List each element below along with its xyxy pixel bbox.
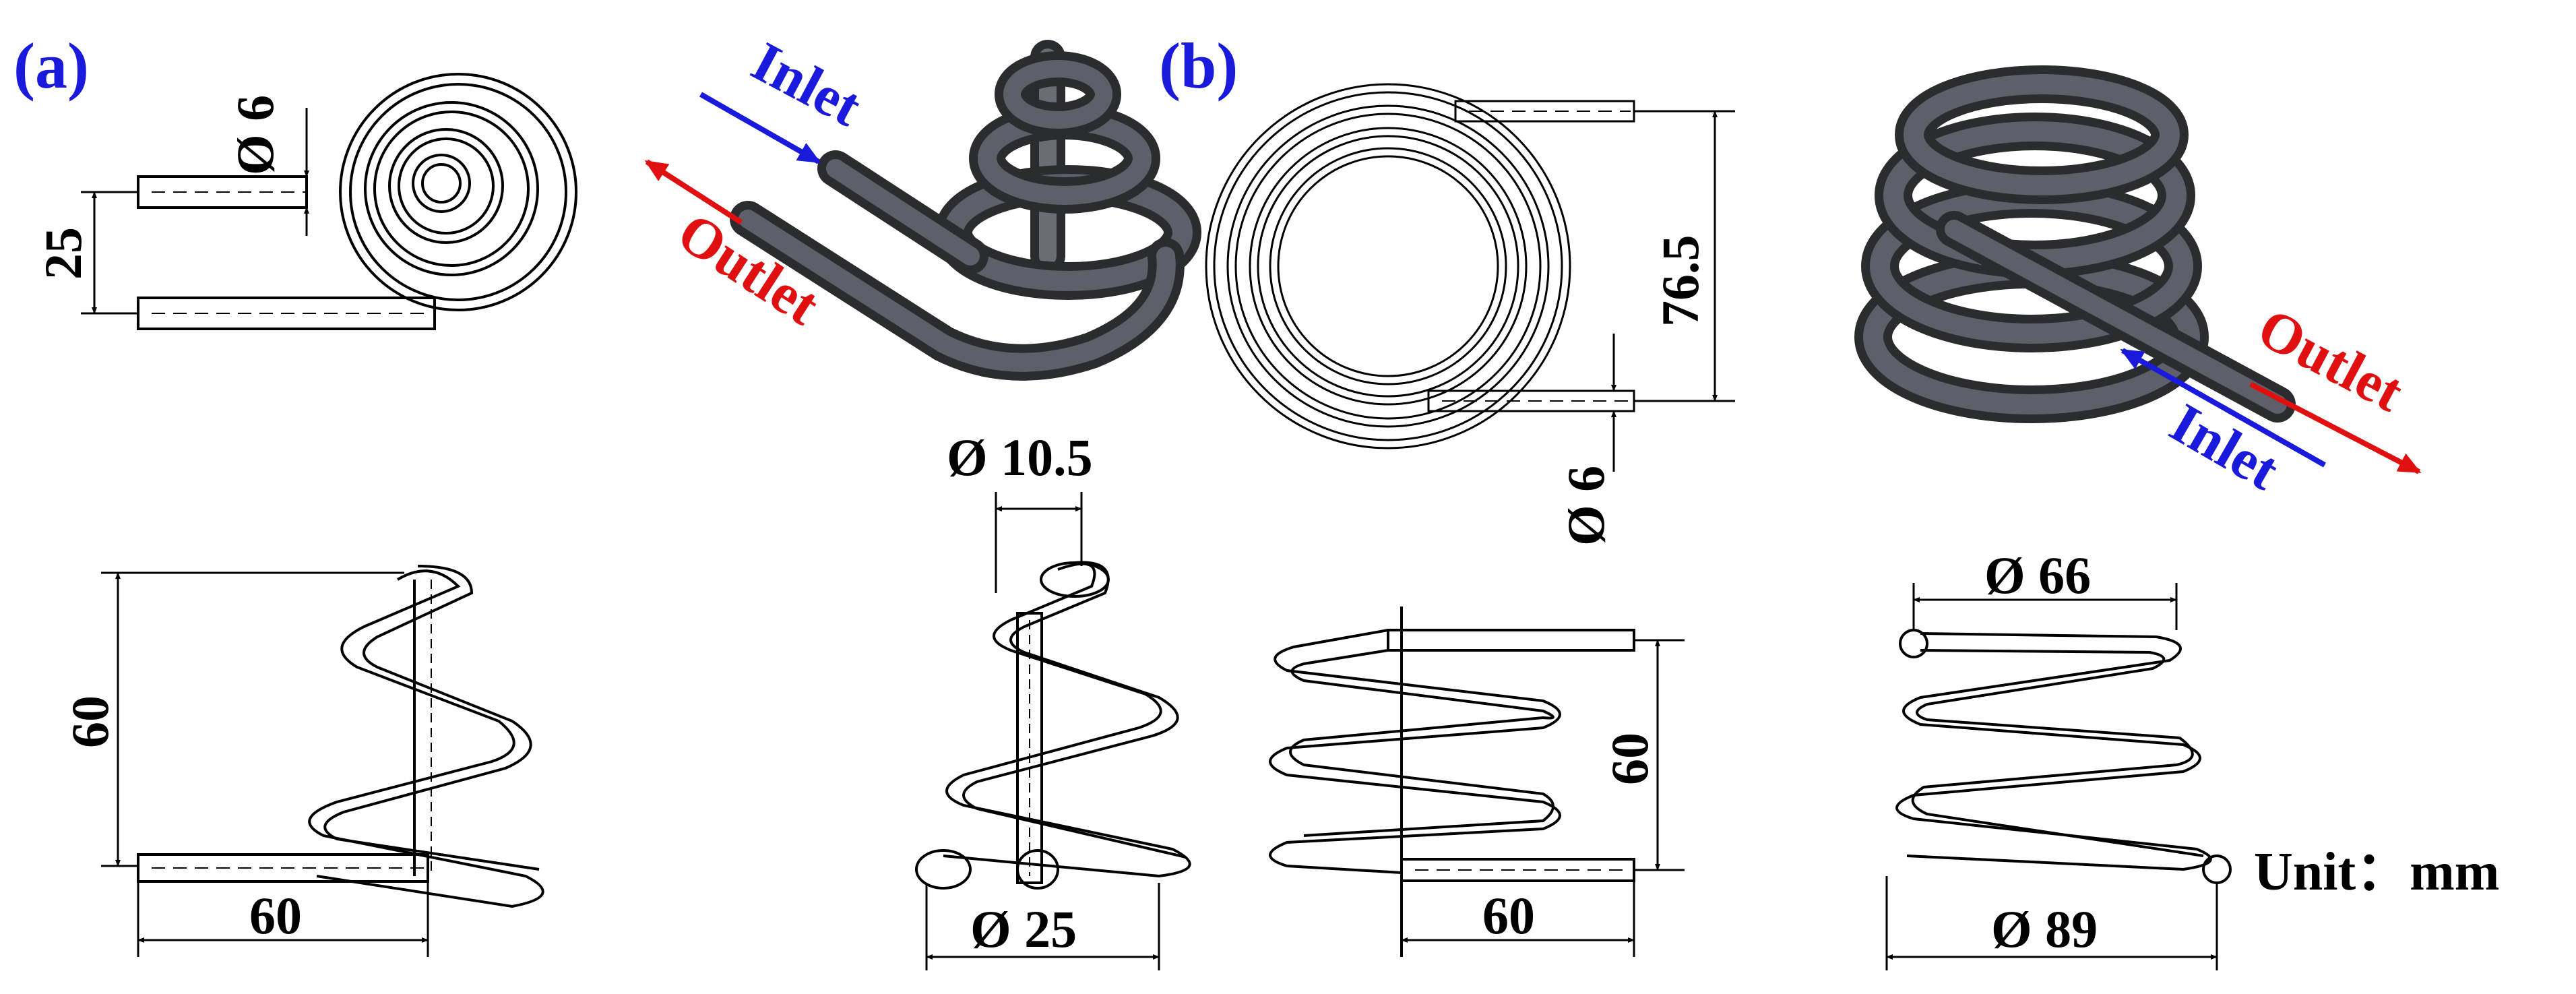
b-height-dim [1634, 639, 1685, 871]
b-width-label: 60 [1482, 886, 1535, 945]
a-tube-outer-label: Ø 10.5 [947, 428, 1093, 487]
a-width-dim [137, 881, 429, 957]
b-base-dia-label: Ø 89 [1991, 900, 2098, 958]
b-base-dia-dim [1885, 876, 2218, 970]
b-inlet-arrow [2120, 348, 2326, 468]
a-inlet-label: Inlet [742, 30, 871, 139]
panel-label-b: (b) [1159, 30, 1238, 102]
a-front-view-coil [137, 565, 544, 908]
a-outlet-arrow [644, 159, 743, 225]
a-3d-conical-coil [730, 40, 1201, 381]
b-top-view-coil [1205, 83, 1635, 449]
a-base-dia-dim [925, 883, 1160, 970]
b-height-top-label: 76.5 [1651, 235, 1709, 328]
a-gap-dim [81, 191, 138, 315]
a-inlet-arrow [699, 92, 821, 164]
a-height-dim [101, 571, 404, 867]
b-front-view-coil [1269, 607, 1635, 957]
a-top-view-spiral [137, 73, 577, 330]
b-width-dim [1401, 881, 1635, 957]
a-height-label: 60 [61, 695, 119, 748]
a-width-label: 60 [249, 886, 302, 945]
unit-label: Unit：mm [2254, 842, 2499, 902]
b-tube-dia-label: Ø 6 [1557, 466, 1615, 546]
a-side-view-coil [915, 561, 1191, 890]
a-gap-label: 25 [34, 227, 92, 280]
b-height-label: 60 [1600, 733, 1659, 785]
b-3d-cylindrical-coil [1854, 65, 2296, 423]
panel-label-a: (a) [13, 30, 89, 102]
a-base-dia-label: Ø 25 [970, 900, 1077, 958]
a-tube-outer-dim [995, 492, 1083, 593]
a-tube-dia-label: Ø 6 [226, 95, 284, 175]
b-top-dia-label: Ø 66 [1984, 546, 2091, 604]
b-outlet-arrow [2249, 381, 2422, 474]
b-height-top-dim [1634, 110, 1735, 402]
b-side-view-coil [1895, 629, 2232, 884]
b-top-dia-dim [1912, 583, 2178, 630]
